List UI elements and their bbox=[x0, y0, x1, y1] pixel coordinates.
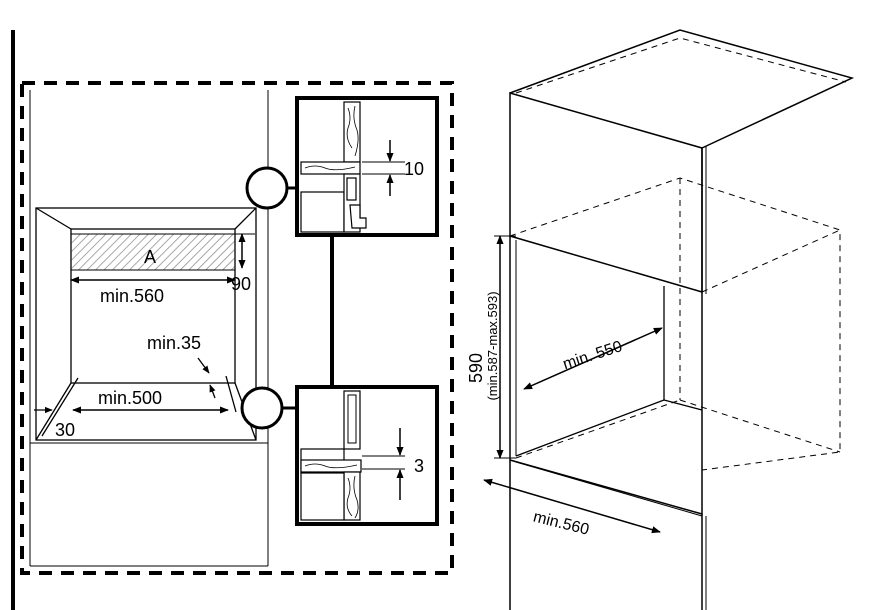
detail-circle-bottom bbox=[240, 386, 284, 430]
gap-10-label: 10 bbox=[404, 159, 424, 179]
dim-30-label: 30 bbox=[55, 420, 75, 440]
oven-niche bbox=[35, 207, 257, 441]
detail-box-bottom: 3 bbox=[295, 385, 439, 526]
dashed-cabinet-outline bbox=[20, 81, 454, 575]
gap-3-label: 3 bbox=[414, 456, 424, 476]
perspective-view bbox=[483, 29, 855, 610]
detail-box-top: 10 bbox=[295, 96, 439, 237]
min-560-front-label: min.560 bbox=[100, 286, 164, 306]
min-500-label: min.500 bbox=[98, 388, 162, 408]
dim-90-label: 90 bbox=[231, 274, 251, 294]
front-view: A 90 min.560 min.35 min.500 30 bbox=[20, 81, 454, 575]
height-590-label: 590 bbox=[466, 353, 486, 383]
height-range-label: (min.587-max.593) bbox=[485, 291, 500, 400]
min-35-label: min.35 bbox=[147, 333, 201, 353]
cavity-a-label: A bbox=[144, 247, 156, 267]
detail-circle-top bbox=[245, 166, 289, 210]
depth-min-550-label: min. 550 bbox=[561, 338, 625, 373]
width-min-560-label: min.560 bbox=[531, 509, 590, 539]
ventilation-area-a bbox=[70, 233, 236, 271]
